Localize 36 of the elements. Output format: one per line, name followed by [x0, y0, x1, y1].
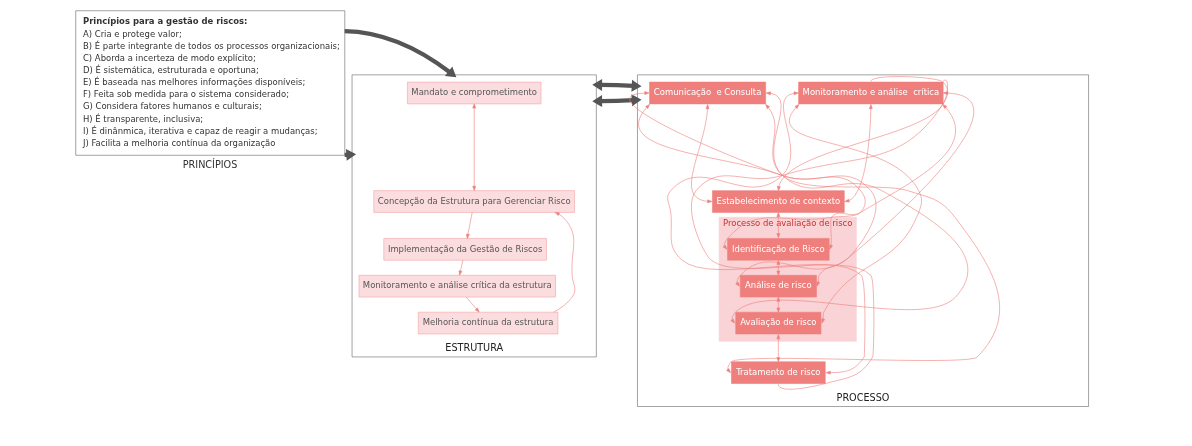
node-box: Tratamento de risco — [730, 361, 825, 384]
node-box: Monitoramento e análise crítica — [797, 81, 943, 105]
arrow — [465, 296, 479, 313]
arrow — [591, 94, 641, 108]
arrow — [552, 212, 575, 313]
node-box: Identificação de Risco — [726, 238, 829, 261]
arrow — [690, 104, 712, 204]
connector — [690, 76, 948, 390]
arrow — [471, 103, 476, 191]
node-box: Monitoramento e análise crítica da estrutura — [358, 275, 556, 298]
node-box: Mandato e comprometimento — [406, 81, 541, 105]
arrow — [628, 91, 876, 287]
node-box: Avaliação de risco — [734, 311, 821, 335]
node-box: Melhoria contínua da estrutura — [417, 311, 558, 335]
arrow — [458, 259, 463, 276]
node-box: Comunicação e Consulta — [648, 81, 766, 105]
arrow — [344, 29, 456, 78]
arrow — [730, 104, 968, 324]
arrow — [789, 104, 922, 324]
node-box: Implementação da Gestão de Riscos — [383, 238, 547, 261]
arrow — [816, 91, 974, 287]
arrow — [776, 296, 780, 313]
arrow — [666, 91, 865, 375]
arrow — [776, 79, 948, 191]
arrow — [844, 104, 873, 203]
arrow — [776, 334, 780, 363]
node-label: PRINCÍPIOS — [182, 158, 237, 170]
arrow — [638, 104, 866, 250]
arrow — [776, 212, 780, 239]
node-box: Estabelecimento de contexto — [711, 190, 845, 213]
arrow — [828, 104, 956, 250]
arrow — [465, 212, 472, 239]
node-box: Concepção da Estrutura para Gerenciar Risco — [373, 190, 575, 213]
arrow — [591, 78, 641, 92]
node-box: Análise de risco — [739, 275, 817, 298]
node-box: Princípios para a gestão de riscos: A) Cria e protege valor; B) É parte integrante de todos os processos organizacionais; C) Aborda a incerteza de modo explícito; D) É sistemática, estruturada e oportuna; E) É baseada nas melhores informações disponíveis; F) Feita sob medida para o sistema considerado; G) Considera fatores humanos e culturais; H) É transparente, inclusiva; I) É dinânmica, iterativa e capaz de reagir a mudanças; J) Facilita a melhoria contínua da organização — [74, 10, 345, 156]
